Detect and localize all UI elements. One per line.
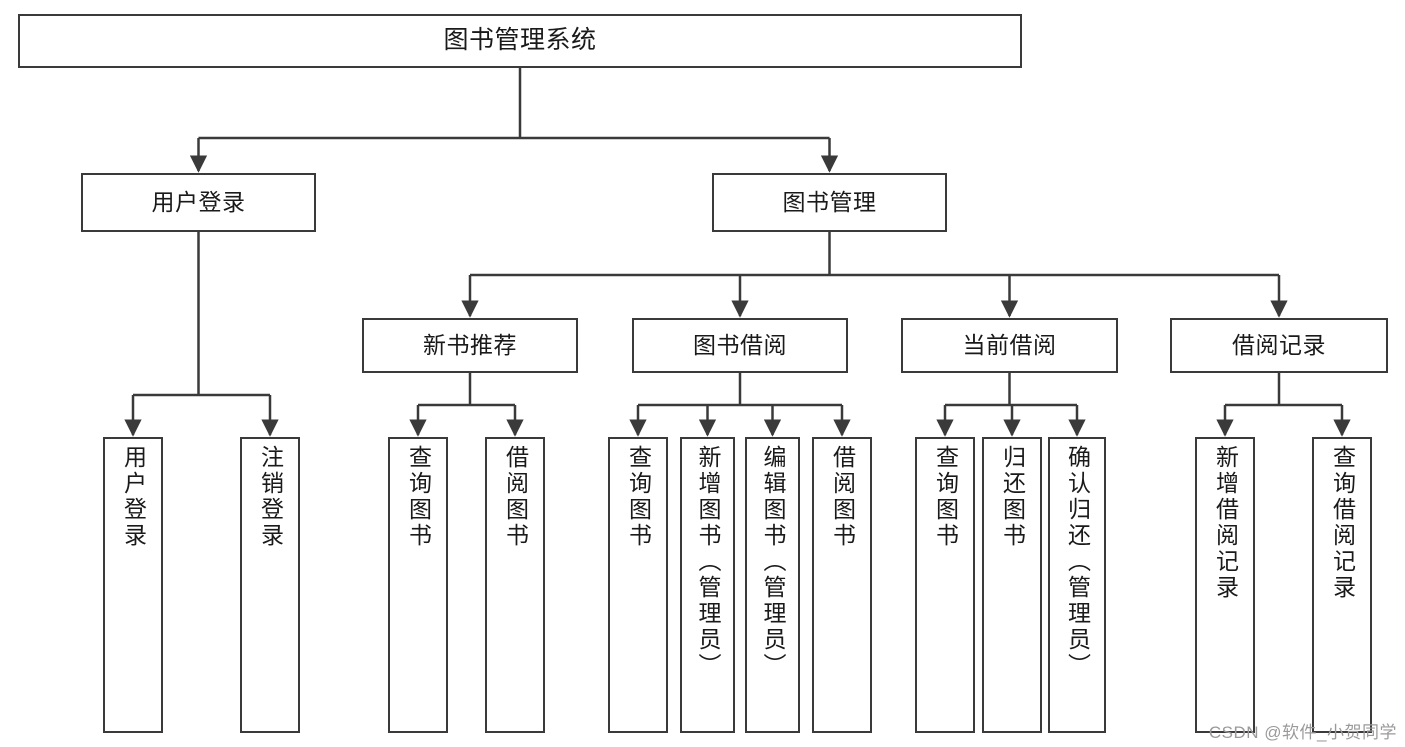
node-label-root: 图书管理系统 [443, 26, 597, 55]
node-leaf-bb-edit[interactable]: 编辑图书（管理员） [745, 437, 800, 733]
node-label-leaf-cb-return: 归还图书 [999, 445, 1026, 549]
node-leaf-rec-query[interactable]: 查询图书 [388, 437, 448, 733]
node-root[interactable]: 图书管理系统 [18, 14, 1022, 68]
node-leaf-bb-query[interactable]: 查询图书 [608, 437, 668, 733]
node-label-leaf-logout: 注销登录 [257, 445, 284, 549]
node-label-leaf-bb-borrow: 借阅图书 [829, 445, 856, 549]
node-user-login[interactable]: 用户登录 [81, 173, 316, 232]
node-leaf-br-query[interactable]: 查询借阅记录 [1312, 437, 1372, 733]
node-leaf-bb-borrow[interactable]: 借阅图书 [812, 437, 872, 733]
node-label-leaf-cb-confirm: 确认归还（管理员） [1064, 445, 1091, 679]
node-label-leaf-rec-borrow: 借阅图书 [502, 445, 529, 549]
node-leaf-user-login[interactable]: 用户登录 [103, 437, 163, 733]
edge-paths [124, 68, 1351, 437]
node-label-book-manage: 图书管理 [782, 188, 877, 215]
node-label-book-borrow: 图书借阅 [693, 331, 787, 358]
node-label-leaf-bb-edit: 编辑图书（管理员） [760, 445, 786, 679]
watermark: CSDN @软件_小贺同学 [1208, 723, 1397, 742]
node-leaf-rec-borrow[interactable]: 借阅图书 [485, 437, 545, 733]
node-label-leaf-bb-query: 查询图书 [625, 445, 652, 549]
node-book-manage[interactable]: 图书管理 [712, 173, 947, 232]
node-label-new-book-rec: 新书推荐 [423, 331, 517, 358]
node-leaf-cb-confirm[interactable]: 确认归还（管理员） [1048, 437, 1106, 733]
node-label-leaf-br-add: 新增借阅记录 [1212, 445, 1239, 601]
node-leaf-br-add[interactable]: 新增借阅记录 [1195, 437, 1255, 733]
node-leaf-bb-add[interactable]: 新增图书（管理员） [680, 437, 735, 733]
node-leaf-logout[interactable]: 注销登录 [240, 437, 300, 733]
node-label-leaf-br-query: 查询借阅记录 [1329, 445, 1356, 601]
node-leaf-cb-return[interactable]: 归还图书 [982, 437, 1042, 733]
node-label-current-borrow: 当前借阅 [962, 331, 1057, 358]
node-label-leaf-rec-query: 查询图书 [405, 445, 432, 549]
node-current-borrow[interactable]: 当前借阅 [901, 318, 1118, 373]
node-label-leaf-user-login: 用户登录 [120, 445, 147, 549]
node-label-leaf-bb-add: 新增图书（管理员） [695, 445, 721, 679]
node-label-user-login: 用户登录 [151, 188, 246, 215]
node-leaf-cb-query[interactable]: 查询图书 [915, 437, 975, 733]
node-new-book-rec[interactable]: 新书推荐 [362, 318, 578, 373]
node-label-borrow-record: 借阅记录 [1232, 331, 1326, 358]
node-borrow-record[interactable]: 借阅记录 [1170, 318, 1388, 373]
node-label-leaf-cb-query: 查询图书 [932, 445, 959, 549]
node-book-borrow[interactable]: 图书借阅 [632, 318, 848, 373]
